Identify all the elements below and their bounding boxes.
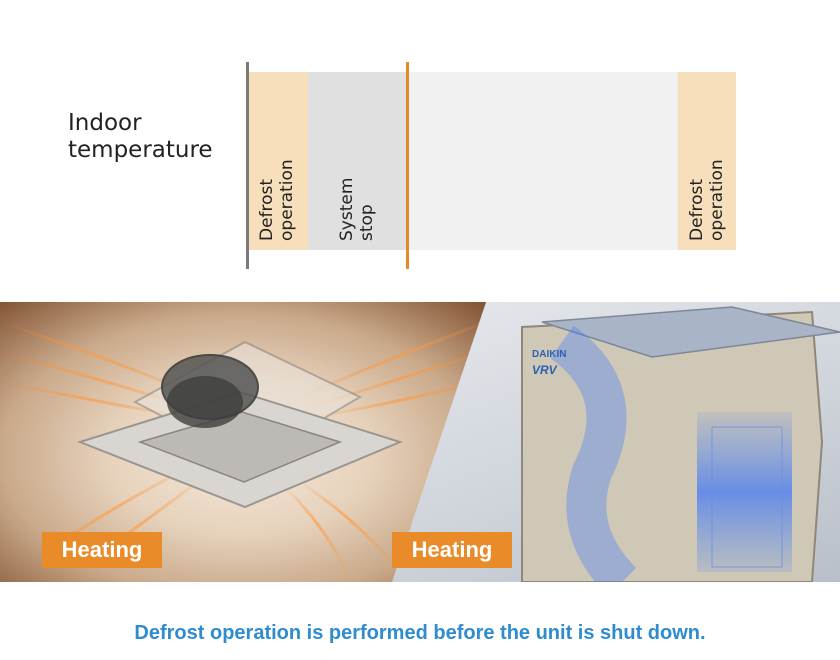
- heating-band: [409, 72, 678, 250]
- time-axis-line: [246, 62, 249, 269]
- indoor-temperature-label: Indoor temperature: [68, 110, 213, 164]
- unit-top-grille: [541, 306, 840, 358]
- defrost-operation-label-start: Defrost operation: [257, 146, 297, 241]
- defrost-band-end: [678, 72, 736, 250]
- defrost-operation-label-end: Defrost operation: [687, 146, 727, 241]
- stop-label-line2: stop: [357, 204, 377, 241]
- caption-text: Defrost operation is performed before th…: [134, 622, 706, 644]
- heating-badge-outdoor: Heating: [392, 532, 512, 568]
- heat-exchanger-grid: [711, 426, 783, 568]
- cassette-illustration: [0, 315, 500, 581]
- system-stop-label: System stop: [337, 176, 377, 241]
- cold-coil-glow: [697, 412, 792, 572]
- heating-badge-indoor: Heating: [42, 532, 162, 568]
- indoor-label-line1: Indoor: [68, 110, 142, 136]
- shutdown-marker-line: [406, 62, 409, 269]
- model-logo: VRV: [532, 363, 558, 377]
- outdoor-unit-illustration: DAIKIN VRV: [521, 306, 840, 582]
- system-stop-band: [308, 72, 407, 250]
- defrost-band-start: [249, 72, 308, 250]
- fan-icon: [167, 376, 243, 428]
- brand-logo: DAIKIN: [532, 349, 566, 360]
- defrost-label-line2: operation: [707, 159, 727, 241]
- defrost-label-line1: Defrost: [687, 178, 707, 241]
- defrost-label-line2: operation: [277, 159, 297, 241]
- defrost-label-line1: Defrost: [257, 178, 277, 241]
- stop-label-line1: System: [337, 177, 357, 241]
- cold-air-flow: [549, 325, 637, 582]
- indoor-label-line2: temperature: [68, 137, 213, 163]
